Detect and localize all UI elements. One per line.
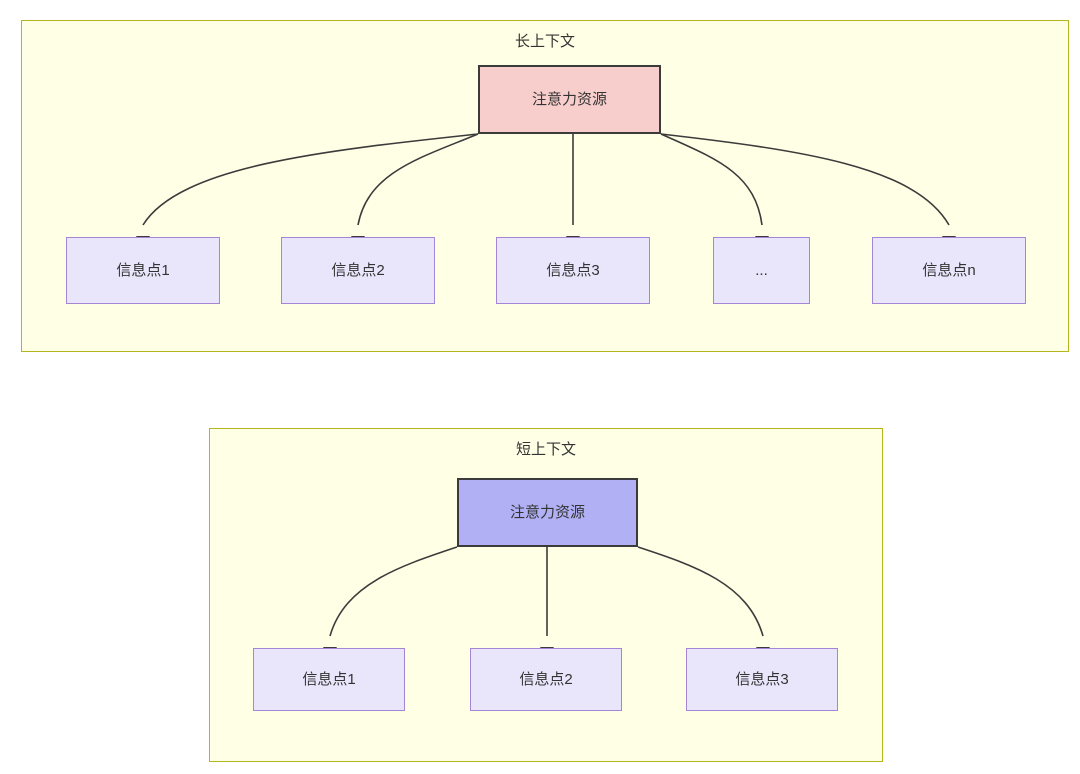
node-label: 注意力资源: [509, 503, 585, 521]
group-long-context-title: 长上下文: [514, 33, 575, 50]
node-short-info-3[interactable]: 信息点3: [686, 648, 838, 711]
node-long-info-1[interactable]: 信息点1: [66, 237, 220, 304]
node-long-info-n[interactable]: 信息点n: [872, 237, 1026, 304]
node-label: 信息点1: [302, 670, 356, 688]
node-label: 信息点1: [116, 261, 170, 279]
node-short-info-2[interactable]: 信息点2: [470, 648, 622, 711]
node-label: ...: [755, 261, 768, 279]
node-short-info-1[interactable]: 信息点1: [253, 648, 405, 711]
node-short-attention-resource[interactable]: 注意力资源: [457, 478, 638, 547]
node-long-info-3[interactable]: 信息点3: [496, 237, 650, 304]
node-label: 注意力资源: [531, 90, 607, 108]
node-label: 信息点2: [519, 670, 573, 688]
node-label: 信息点3: [735, 670, 789, 688]
node-label: 信息点2: [331, 261, 385, 279]
node-long-info-2[interactable]: 信息点2: [281, 237, 435, 304]
node-label: 信息点n: [922, 261, 976, 279]
node-long-info-ellipsis[interactable]: ...: [713, 237, 810, 304]
node-long-attention-resource[interactable]: 注意力资源: [478, 65, 661, 134]
group-short-context-title: 短上下文: [515, 441, 576, 458]
node-label: 信息点3: [546, 261, 600, 279]
